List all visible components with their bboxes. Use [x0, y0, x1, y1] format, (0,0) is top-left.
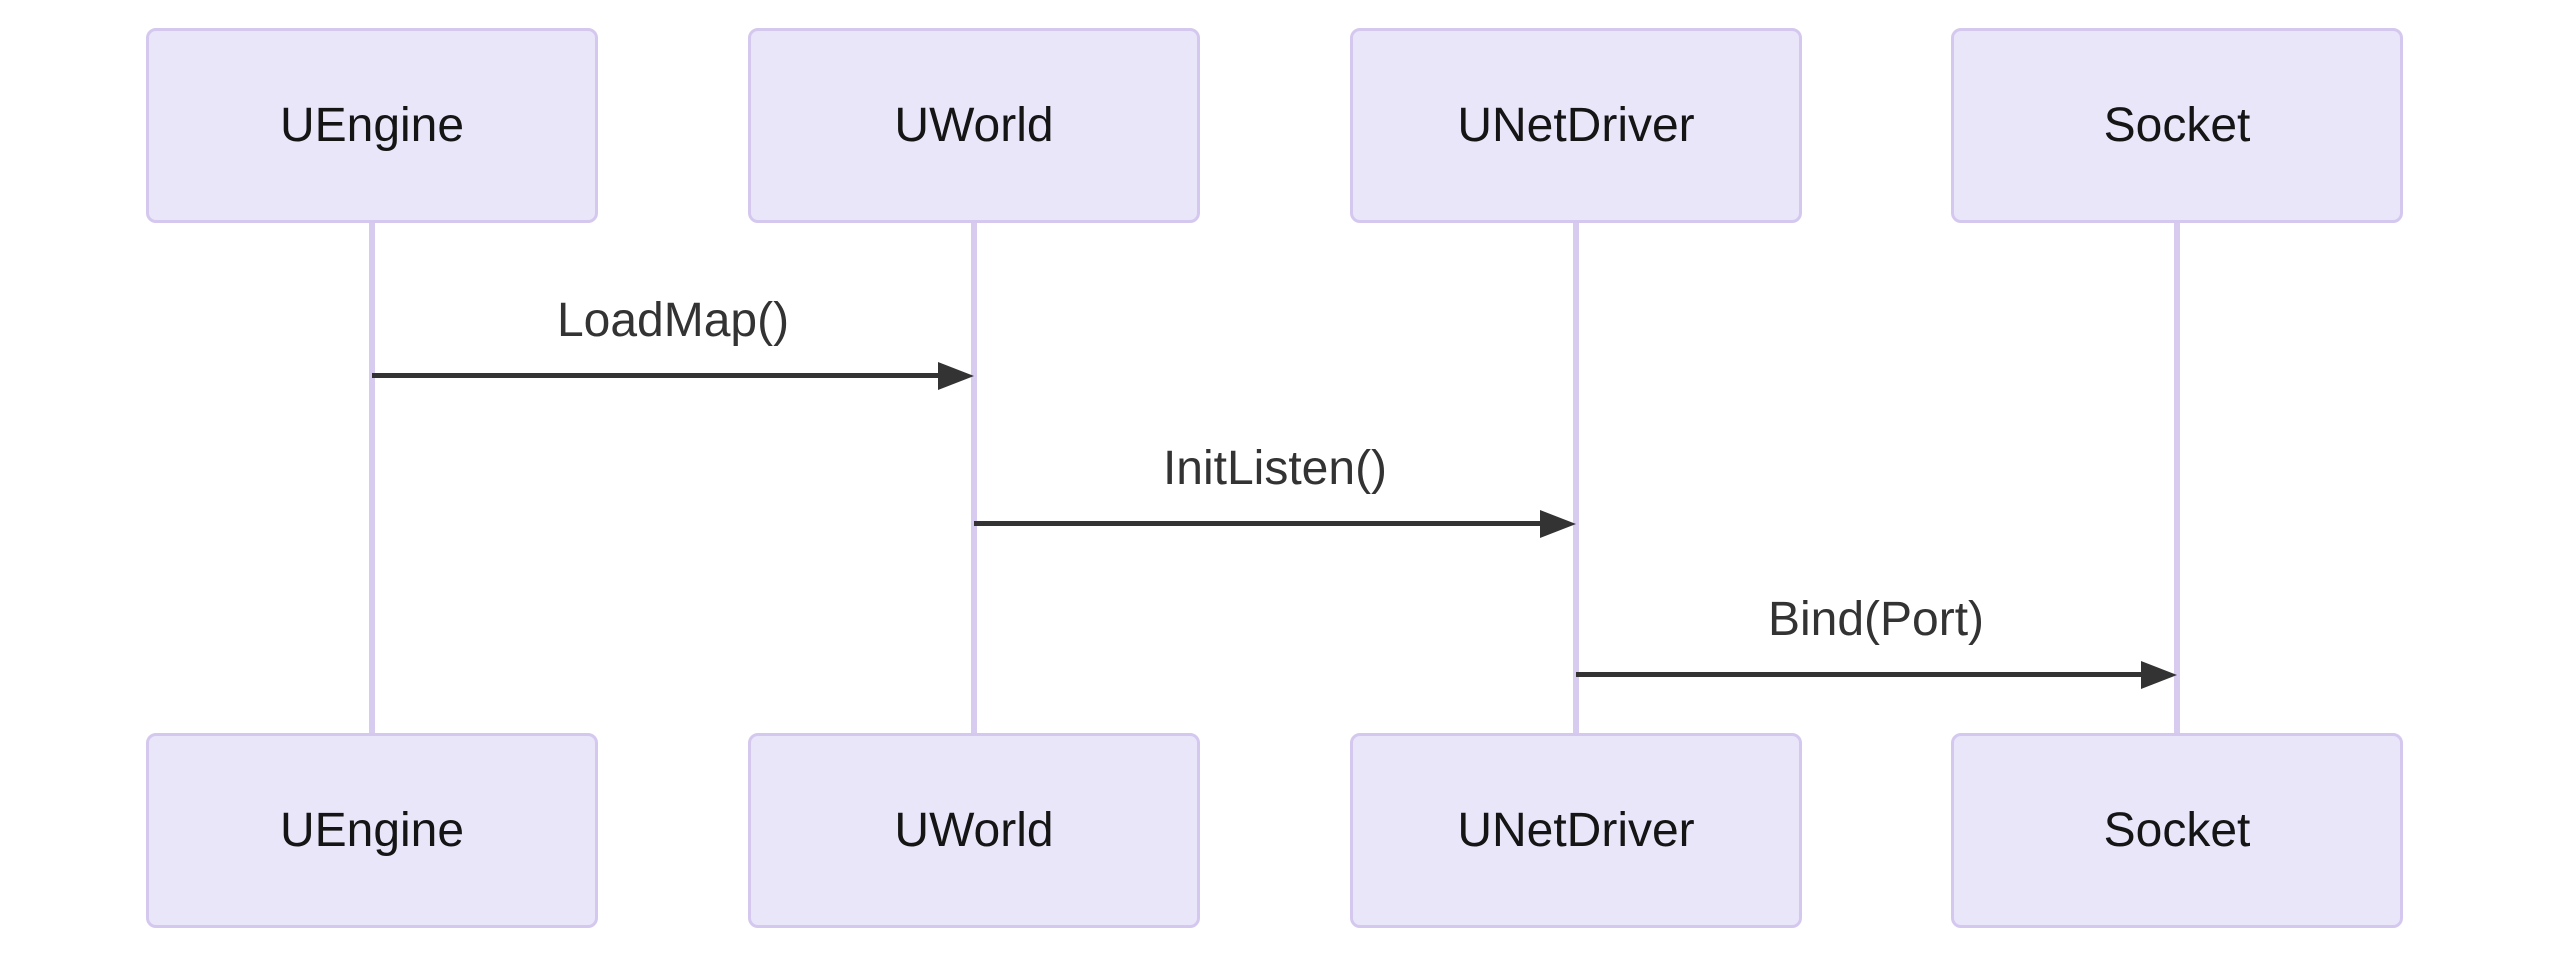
actor-label-uengine-bottom: UEngine [279, 804, 465, 857]
actor-label-uworld-bottom: UWorld [894, 804, 1054, 857]
actor-label-uworld-top: UWorld [894, 99, 1054, 152]
actor-label-socket-top: Socket [2103, 99, 2251, 152]
actor-box-unetdriver-bottom: UNetDriver [1350, 733, 1802, 928]
message-label-loadmap: LoadMap() [556, 294, 790, 347]
lifeline-uworld [971, 222, 977, 734]
message-line-initlisten [974, 521, 1544, 526]
lifeline-unetdriver [1573, 222, 1579, 734]
actor-box-unetdriver-top: UNetDriver [1350, 28, 1802, 223]
actor-label-uengine-top: UEngine [279, 99, 465, 152]
message-line-loadmap [372, 373, 942, 378]
arrowhead-icon [938, 362, 974, 390]
actor-box-uengine-top: UEngine [146, 28, 598, 223]
actor-label-socket-bottom: Socket [2103, 804, 2251, 857]
message-label-bindport: Bind(Port) [1767, 593, 1985, 646]
actor-box-uworld-bottom: UWorld [748, 733, 1200, 928]
message-line-bindport [1576, 672, 2146, 677]
actor-label-unetdriver-top: UNetDriver [1457, 99, 1695, 152]
message-label-initlisten: InitListen() [1162, 442, 1388, 495]
arrowhead-icon [1540, 510, 1576, 538]
actor-box-socket-top: Socket [1951, 28, 2403, 223]
actor-box-socket-bottom: Socket [1951, 733, 2403, 928]
lifeline-uengine [369, 222, 375, 734]
actor-box-uengine-bottom: UEngine [146, 733, 598, 928]
actor-box-uworld-top: UWorld [748, 28, 1200, 223]
lifeline-socket [2174, 222, 2180, 734]
actor-label-unetdriver-bottom: UNetDriver [1457, 804, 1695, 857]
arrowhead-icon [2141, 661, 2177, 689]
